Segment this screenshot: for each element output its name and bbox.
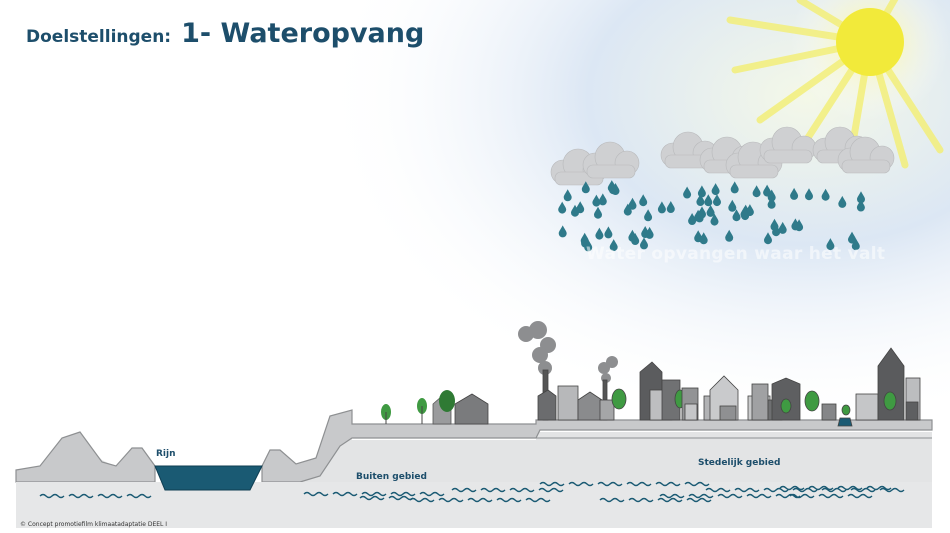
river-water xyxy=(154,465,263,491)
label-outer-area: Buiten gebied xyxy=(356,472,427,482)
faded-caption: Water opvangen waar het valt xyxy=(586,244,886,264)
sun-icon xyxy=(726,0,950,169)
title-main: 1- Wateropvang xyxy=(181,18,425,49)
city-skyline xyxy=(518,321,921,427)
page-title: Doelstellingen: 1- Wateropvang xyxy=(26,18,424,49)
outer-area-buildings xyxy=(381,390,489,425)
label-urban-area: Stedelijk gebied xyxy=(698,458,781,468)
landscape-ground xyxy=(15,409,933,528)
label-river: Rijn xyxy=(156,449,176,459)
title-prefix: Doelstellingen: xyxy=(26,27,172,47)
copyright-text: © Concept promotiefilm klimaatadaptatie … xyxy=(20,521,168,528)
